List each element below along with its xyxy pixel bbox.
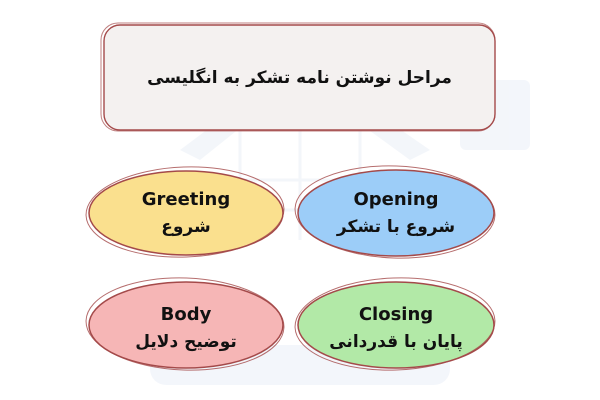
greeting-ellipse [85, 166, 285, 258]
step-greeting: Greeting شروع [86, 168, 286, 258]
step-opening-english: Opening [353, 188, 439, 210]
title-box: مراحل نوشتن نامه تشکر به انگلیسی [103, 24, 496, 131]
title-box-shape [100, 22, 496, 132]
step-body: Body توضیح دلایل [86, 283, 286, 373]
opening-ellipse [294, 165, 496, 259]
step-body-english: Body [160, 303, 212, 325]
step-closing: Closing پایان با قدردانی [296, 283, 496, 373]
step-greeting-persian: شروع [161, 216, 211, 237]
closing-ellipse [294, 277, 496, 371]
step-closing-persian: پایان با قدردانی [329, 331, 463, 352]
step-opening-persian: شروع با تشکر [336, 216, 456, 237]
step-closing-english: Closing [358, 303, 434, 325]
step-body-persian: توضیح دلایل [135, 331, 237, 352]
step-greeting-english: Greeting [141, 188, 231, 210]
diagram-title: مراحل نوشتن نامه تشکر به انگلیسی [147, 67, 452, 88]
step-opening: Opening شروع با تشکر [296, 168, 496, 258]
body-ellipse [85, 277, 285, 371]
